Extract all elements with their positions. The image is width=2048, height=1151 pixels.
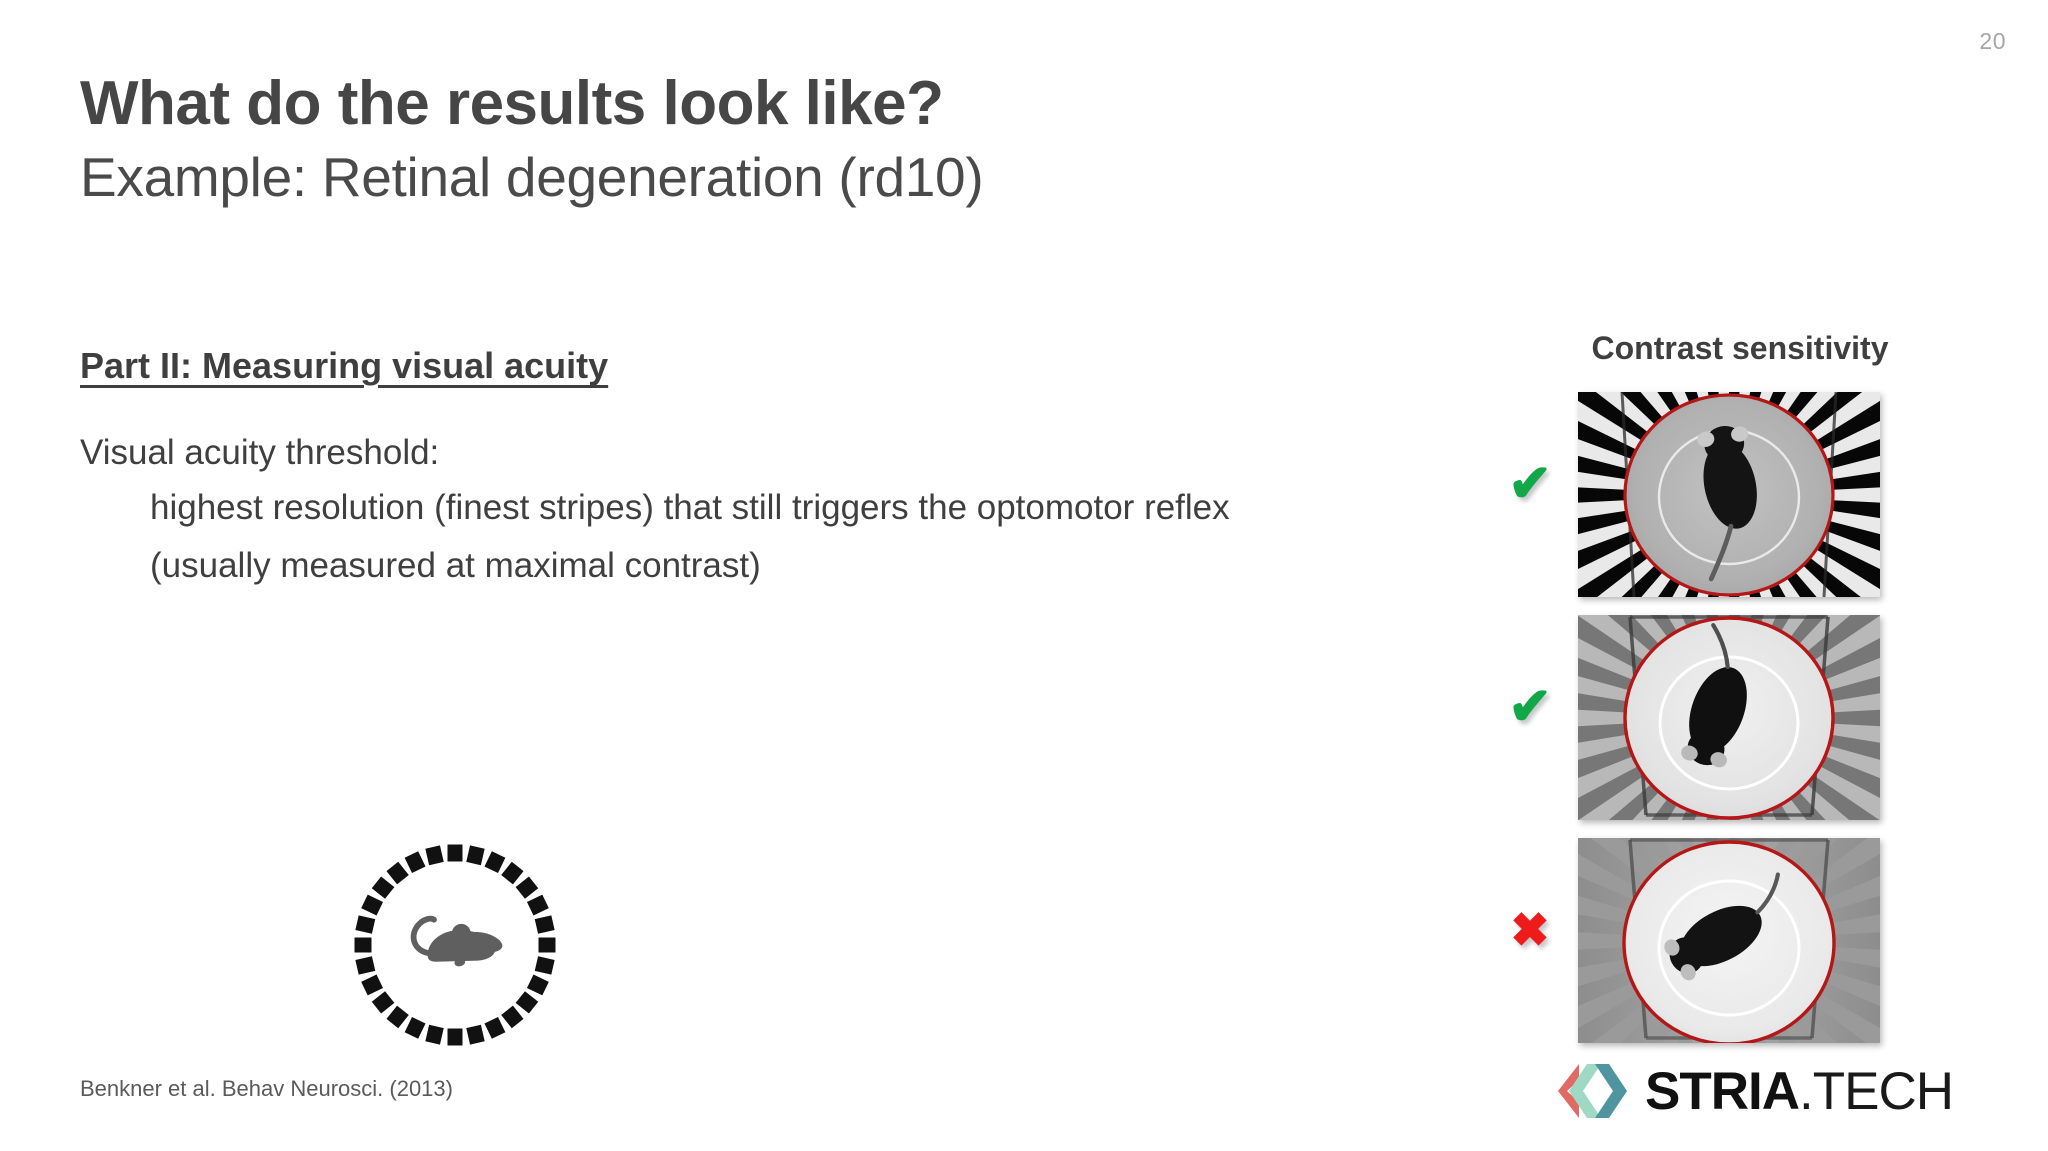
- citation-text: Benkner et al. Behav Neurosci. (2013): [80, 1076, 453, 1101]
- page-title: What do the results look like?: [80, 69, 944, 138]
- body-line-1: Visual acuity threshold:: [80, 433, 440, 472]
- panel-medium-contrast-row: ✔: [1508, 615, 1880, 820]
- result-mark-check-1: ✔: [1508, 455, 1552, 513]
- result-mark-cross: ✖: [1510, 903, 1550, 956]
- panel-high-contrast-row: ✔: [1508, 392, 1880, 597]
- contrast-panel-stack: ✔: [1508, 392, 1880, 1061]
- page-number: 20: [1979, 28, 2006, 54]
- stria-tech-logo: STRIA.TECH: [1557, 1061, 1954, 1121]
- contrast-sensitivity-heading: Contrast sensitivity: [1591, 330, 1889, 366]
- logo-text-tech: .TECH: [1799, 1061, 1954, 1121]
- panel-high-contrast: [1578, 392, 1880, 597]
- panel-low-contrast: [1578, 838, 1880, 1043]
- logo-wordmark: STRIA.TECH: [1645, 1061, 1954, 1121]
- body-line-2: highest resolution (finest stripes) that…: [150, 488, 1230, 527]
- body-line-3: (usually measured at maximal contrast): [150, 546, 761, 585]
- panel-medium-contrast: [1578, 615, 1880, 820]
- stria-chevron-mark: [1558, 1064, 1627, 1118]
- logo-text-stria: STRIA: [1645, 1061, 1800, 1121]
- optomotor-drum-icon: [345, 835, 565, 1055]
- panel-low-contrast-row: ✖: [1510, 838, 1880, 1043]
- section-heading: Part II: Measuring visual acuity: [80, 345, 609, 386]
- page-subtitle: Example: Retinal degeneration (rd10): [80, 146, 984, 208]
- result-mark-check-2: ✔: [1508, 678, 1552, 736]
